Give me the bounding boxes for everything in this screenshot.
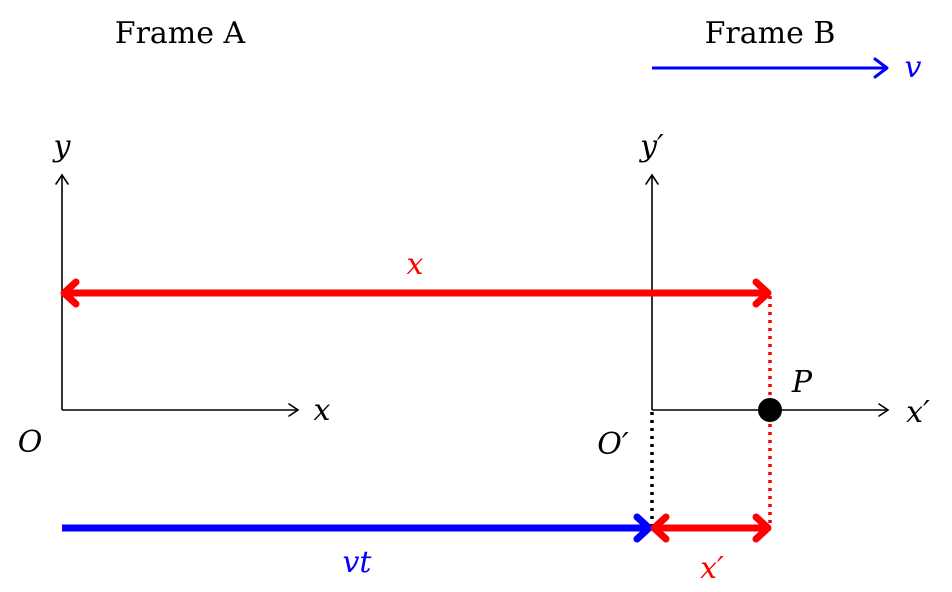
frame-a-y-label: y — [52, 129, 72, 164]
frame-b-y-label: y′ — [638, 129, 664, 164]
vt-measure-label: vt — [342, 545, 372, 580]
point-p-marker — [758, 398, 782, 422]
vt-measure-arrow — [62, 513, 653, 543]
x-measure-label: x — [407, 247, 424, 282]
x-measure-arrow — [60, 278, 772, 308]
frame-b-origin-label: O′ — [597, 427, 629, 462]
frame-a-origin-label: O — [18, 425, 43, 460]
frame-a-title: Frame A — [115, 16, 246, 51]
x-prime-measure-arrow — [650, 513, 772, 543]
frame-a-x-label: x — [314, 393, 331, 428]
x-prime-measure-label: x′ — [700, 551, 724, 586]
frame-b-x-label: x′ — [906, 395, 930, 430]
point-p-label: P — [791, 365, 813, 400]
velocity-arrow — [652, 57, 889, 79]
velocity-label: v — [905, 50, 922, 85]
frame-b-title: Frame B — [705, 16, 836, 51]
